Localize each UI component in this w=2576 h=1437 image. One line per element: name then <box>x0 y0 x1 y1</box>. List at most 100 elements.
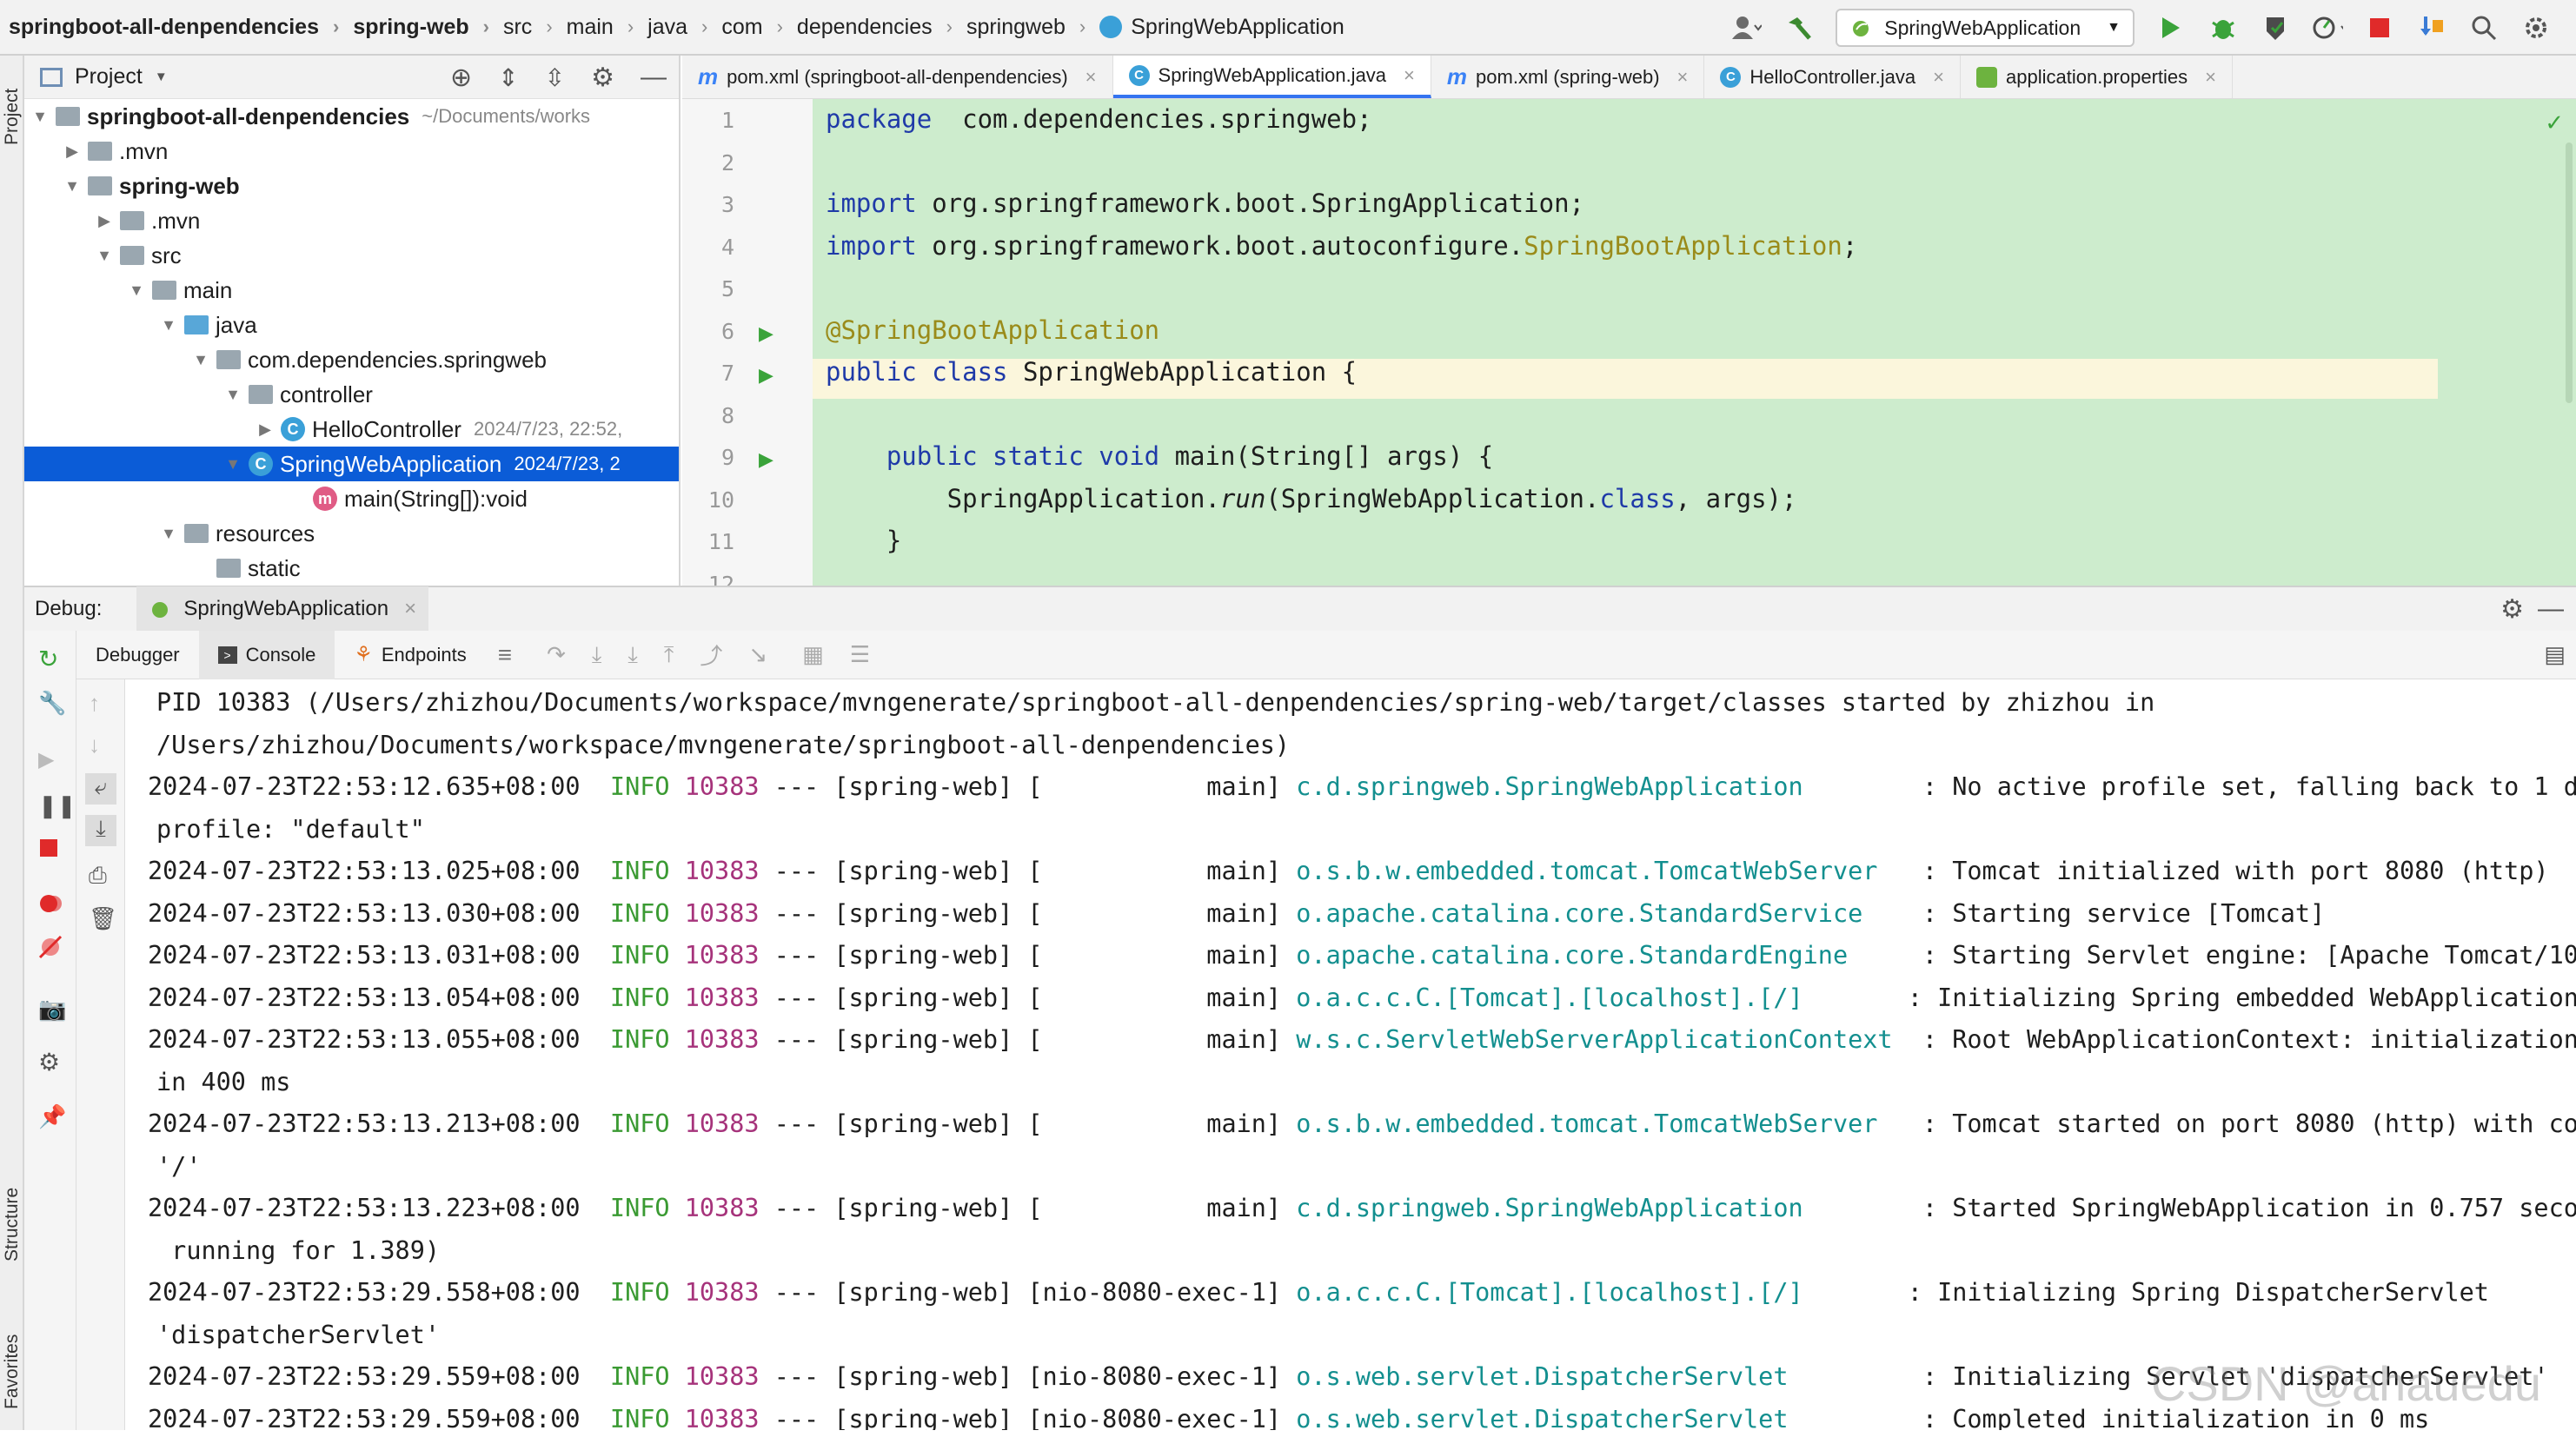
pin-icon[interactable]: 📌 <box>38 1103 67 1129</box>
drop-frame-icon[interactable]: ⤴ <box>700 643 723 669</box>
chevron-down-icon[interactable]: ▼ <box>161 315 176 334</box>
breadcrumb-item[interactable]: java› <box>647 15 721 40</box>
pause-icon[interactable]: ❚❚ <box>38 792 76 818</box>
chevron-down-icon[interactable]: ▼ <box>32 107 48 125</box>
run-to-cursor-icon[interactable]: ↘ <box>748 641 768 667</box>
breadcrumb-item[interactable]: spring-web› <box>353 15 503 40</box>
coverage-icon[interactable] <box>2260 12 2291 43</box>
chevron-down-icon[interactable]: ▼ <box>225 454 241 473</box>
run-gutter-icon[interactable]: ▶ <box>759 448 773 470</box>
tree-item[interactable]: ▶.mvn <box>24 134 679 169</box>
project-tool-button[interactable]: Project <box>2 88 22 145</box>
print-icon[interactable]: ⎙ <box>89 862 107 888</box>
user-icon[interactable] <box>1731 12 1763 43</box>
close-icon[interactable]: × <box>1676 65 1689 88</box>
tree-item[interactable]: ▼main <box>24 273 679 308</box>
close-icon[interactable]: × <box>1933 65 1945 88</box>
locate-icon[interactable]: ⊕ <box>450 63 473 92</box>
breadcrumb-item[interactable]: com› <box>721 15 797 40</box>
gear-icon[interactable]: ⚙ <box>591 63 614 92</box>
debug-icon[interactable] <box>2208 12 2239 43</box>
close-icon[interactable]: × <box>404 597 417 620</box>
chevron-right-icon[interactable]: ▶ <box>66 142 78 160</box>
run-icon[interactable] <box>2155 12 2187 43</box>
mute-breakpoints-icon[interactable] <box>38 935 63 959</box>
hide-icon[interactable]: — <box>641 63 667 91</box>
search-icon[interactable] <box>2468 12 2500 43</box>
tree-item[interactable]: ▼src <box>24 238 679 273</box>
view-breakpoints-icon[interactable] <box>38 891 63 916</box>
close-icon[interactable]: × <box>1404 63 1415 86</box>
modify-run-icon[interactable]: 🔧 <box>38 690 67 716</box>
debug-session-tab[interactable]: SpringWebApplication × <box>136 586 429 632</box>
profiler-icon[interactable] <box>2312 12 2343 43</box>
update-icon[interactable] <box>2416 12 2447 43</box>
tree-item[interactable]: ▼springboot-all-denpendencies~/Documents… <box>24 99 679 134</box>
tab-console[interactable]: >Console <box>198 630 335 679</box>
breadcrumb-item[interactable]: main› <box>567 15 648 40</box>
build-hammer-icon[interactable] <box>1783 12 1815 43</box>
tab-debugger[interactable]: Debugger <box>76 631 199 679</box>
editor-tab[interactable]: application.properties× <box>1961 56 2234 98</box>
close-icon[interactable]: × <box>2205 65 2217 88</box>
tree-item[interactable]: ▼resources <box>24 516 679 551</box>
tree-item[interactable]: ▼controller <box>24 377 679 412</box>
down-arrow-icon[interactable]: ↓ <box>89 732 100 758</box>
breadcrumb-item[interactable]: SpringWebApplication <box>1099 15 1344 40</box>
chevron-right-icon[interactable]: ▶ <box>259 420 271 438</box>
console-output[interactable]: PID 10383 (/Users/zhizhou/Documents/work… <box>126 679 2576 1430</box>
breadcrumb-item[interactable]: dependencies› <box>797 15 966 40</box>
tree-item[interactable]: ▶.mvn <box>24 203 679 238</box>
step-out-icon[interactable]: ⤒ <box>663 640 674 667</box>
chevron-down-icon[interactable]: ▼ <box>129 281 144 299</box>
editor-scrollbar[interactable] <box>2566 142 2573 403</box>
evaluate-icon[interactable]: ▦ <box>802 641 824 667</box>
scroll-to-end-icon[interactable]: ⤓ <box>85 815 116 846</box>
breadcrumb-item[interactable]: src› <box>503 15 567 40</box>
structure-tool-button[interactable]: Structure <box>2 1187 22 1262</box>
step-into-icon[interactable]: ⤓ <box>591 640 602 667</box>
tree-item[interactable]: static <box>24 551 679 586</box>
hide-icon[interactable]: — <box>2538 594 2564 623</box>
spring-bean-icon[interactable]: ▶ <box>759 321 773 344</box>
stop-icon[interactable] <box>2364 12 2395 43</box>
settings-gear-icon[interactable]: ⚙ <box>2500 594 2524 624</box>
tab-endpoints[interactable]: ⚘Endpoints <box>335 631 485 679</box>
tree-item[interactable]: ▼java <box>24 308 679 342</box>
step-over-icon[interactable]: ↷ <box>547 641 566 667</box>
tree-item[interactable]: ▼com.dependencies.springweb <box>24 342 679 377</box>
favorites-tool-button[interactable]: Favorites <box>2 1334 22 1410</box>
settings-gear-icon[interactable] <box>2520 12 2552 43</box>
chevron-down-icon[interactable]: ▼ <box>193 350 209 368</box>
trace-icon[interactable]: ☰ <box>849 641 871 667</box>
camera-icon[interactable]: 📷 <box>38 996 67 1022</box>
collapse-all-icon[interactable]: ⇳ <box>544 63 566 91</box>
settings-gear-icon[interactable]: ⚙ <box>38 1049 61 1076</box>
stop-icon[interactable] <box>38 838 63 862</box>
chevron-down-icon[interactable]: ▼ <box>64 176 80 195</box>
soft-wrap-icon[interactable]: ⤶ <box>85 773 116 805</box>
expand-all-icon[interactable]: ⇕ <box>498 63 519 91</box>
breadcrumb-item[interactable]: springboot-all-denpendencies› <box>9 15 353 40</box>
clear-all-icon[interactable]: 🗑 <box>89 905 118 931</box>
chevron-down-icon[interactable]: ▼ <box>225 385 241 403</box>
breadcrumb-item[interactable]: springweb› <box>966 15 1099 40</box>
run-configuration-select[interactable]: SpringWebApplication ▼ <box>1836 9 2134 47</box>
rerun-icon[interactable]: ↻ <box>38 646 59 672</box>
up-arrow-icon[interactable]: ↑ <box>89 690 100 716</box>
tree-item[interactable]: ▼spring-web <box>24 169 679 203</box>
code-editor[interactable]: package com.dependencies.springweb;impor… <box>813 99 2576 586</box>
chevron-down-icon[interactable]: ▼ <box>161 524 176 542</box>
project-view-select[interactable]: Project <box>75 64 143 89</box>
chevron-down-icon[interactable]: ▼ <box>96 246 112 264</box>
run-gutter-icon[interactable]: ▶ <box>759 364 773 386</box>
resume-icon[interactable]: ▶ <box>38 748 55 771</box>
chevron-right-icon[interactable]: ▶ <box>98 211 110 229</box>
close-icon[interactable]: × <box>1085 65 1097 88</box>
